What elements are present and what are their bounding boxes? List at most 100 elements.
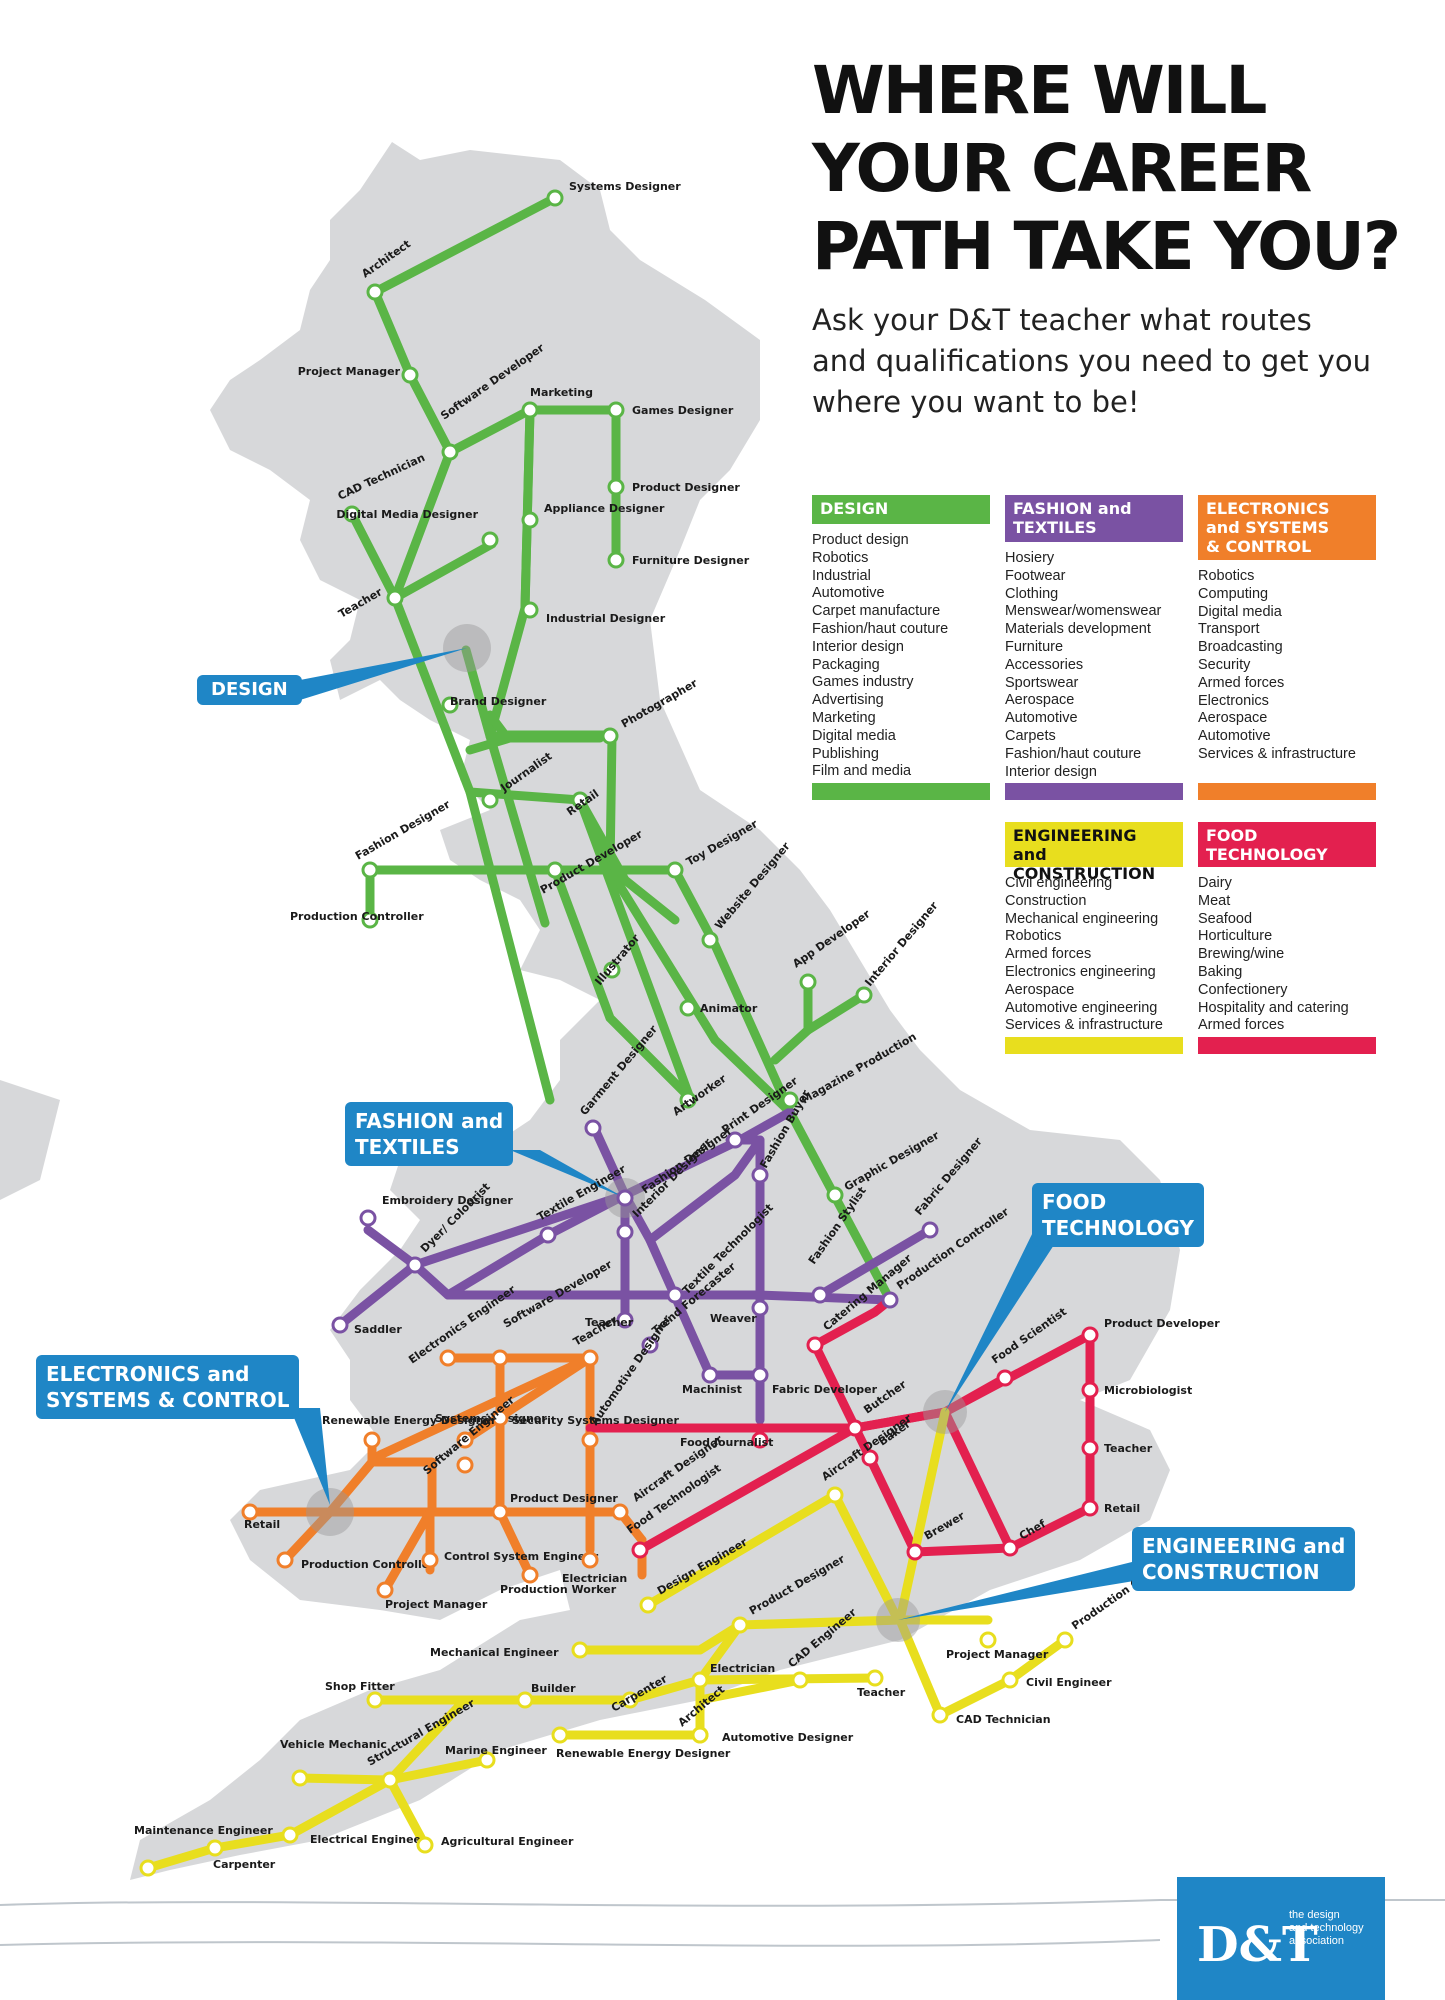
category-item: Armed forces [1005, 946, 1092, 963]
station-marker [521, 1566, 539, 1584]
station-label: Weaver [710, 1312, 757, 1325]
category-bar-design [812, 783, 990, 800]
category-header-line: FOOD [1206, 826, 1258, 845]
station-marker [846, 1419, 864, 1437]
station-marker [361, 911, 379, 929]
station-label: Systems Designer [569, 180, 681, 193]
category-item: Fashion/haut couture [1005, 745, 1142, 762]
wave-line [0, 1939, 1161, 1947]
station-marker [811, 1286, 829, 1304]
station-marker [581, 1349, 599, 1367]
category-header-line: TEXTILES [1013, 518, 1097, 537]
category-header-line: DESIGN [820, 499, 889, 518]
station-marker [751, 1431, 769, 1449]
category-item: Transport [1198, 621, 1260, 638]
logo-tagline-line: the design [1289, 1909, 1340, 1921]
station-marker [1001, 1671, 1019, 1689]
station-label: Electrician [710, 1662, 775, 1675]
wave-line [0, 1899, 1445, 1907]
category-header-line: ELECTRONICS [1206, 499, 1330, 518]
station-marker [607, 478, 625, 496]
station-marker [481, 791, 499, 809]
station-label: Control System Engineer [444, 1550, 599, 1563]
station-engineering: Automotive Designer [691, 1726, 854, 1744]
station-label: Digital Media Designer [336, 508, 478, 521]
logo-tagline-line: association [1289, 1935, 1345, 1947]
station-design: Production Controller [290, 910, 424, 929]
category-item: Clothing [1005, 585, 1059, 602]
station-label: Product Developer [1104, 1317, 1220, 1330]
callout-line: TECHNOLOGY [1042, 1216, 1194, 1240]
station-label: Embroidery Designer [382, 1194, 513, 1207]
ireland-fragment [0, 1080, 60, 1200]
station-marker [281, 1826, 299, 1844]
station-label: Food Journalist [680, 1436, 773, 1449]
station-engineering: Builder [516, 1682, 576, 1709]
category-header-line: & CONTROL [1206, 537, 1312, 556]
category-header-line: ENGINEERING and [1013, 826, 1137, 864]
callout-line: ELECTRONICS and [46, 1362, 250, 1386]
station-design: Marketing [521, 386, 593, 419]
category-item: Armed forces [1198, 674, 1285, 691]
category-item: Robotics [812, 549, 869, 566]
station-label: Automotive Designer [722, 1731, 854, 1744]
callout-line: ENGINEERING and [1142, 1534, 1346, 1558]
station-marker [679, 999, 697, 1017]
station-marker [421, 1551, 439, 1569]
station-design: Animator [679, 999, 758, 1017]
station-marker [456, 1456, 474, 1474]
logo-tagline: the design and technology association [1289, 1909, 1381, 1948]
station-label: Renewable Energy Designer [322, 1414, 497, 1427]
category-bar-fashion [1005, 783, 1183, 800]
category-item: Aerospace [1198, 710, 1268, 727]
station-marker [799, 973, 817, 991]
station-label: Interior Designer [862, 899, 941, 989]
station-food: Microbiologist [1081, 1381, 1192, 1399]
station-label: Brand Designer [450, 695, 547, 708]
callout-line: DESIGN [211, 679, 288, 700]
station-label: Production Controller [301, 1558, 435, 1571]
station-marker [521, 601, 539, 619]
station-marker [866, 1669, 884, 1687]
station-label: Microbiologist [1104, 1384, 1192, 1397]
category-item: Film and media [812, 763, 912, 780]
station-label: Marketing [530, 386, 593, 399]
station-label: Project Manager [298, 365, 401, 378]
station-design: Digital Media Designer [336, 508, 499, 549]
station-engineering: Vehicle Mechanic [280, 1738, 387, 1787]
station-label: Retail [244, 1518, 280, 1531]
station-label: Teacher [857, 1686, 906, 1699]
category-item: Interior design [1005, 763, 1097, 780]
title-line: YOUR CAREER [812, 130, 1312, 207]
station-engineering: Electrical Engineer [281, 1826, 427, 1846]
category-item: Accessories [1005, 656, 1084, 673]
station-fashion: Weaver [710, 1299, 769, 1325]
category-item: Brewing/wine [1198, 946, 1285, 963]
station-label: Appliance Designer [544, 502, 665, 515]
station-marker [581, 1551, 599, 1569]
station-engineering: Mechanical Engineer [430, 1641, 589, 1659]
category-item: Armed forces [1198, 1017, 1285, 1034]
category-item: Product design [812, 532, 909, 548]
title-line: PATH TAKE YOU? [812, 208, 1401, 285]
station-label: Teacher [585, 1316, 634, 1329]
station-marker [481, 531, 499, 549]
station-engineering: Electrician [691, 1662, 775, 1689]
category-item: Materials development [1005, 621, 1151, 638]
category-item: Automotive [1005, 710, 1078, 727]
category-item: Hosiery [1005, 550, 1055, 566]
station-marker [639, 1596, 657, 1614]
station-marker [726, 1131, 744, 1149]
station-engineering: Carpenter [206, 1839, 276, 1871]
station-marker [631, 1541, 649, 1559]
callout-pointers [290, 648, 1140, 1620]
category-item: Aerospace [1005, 692, 1075, 709]
